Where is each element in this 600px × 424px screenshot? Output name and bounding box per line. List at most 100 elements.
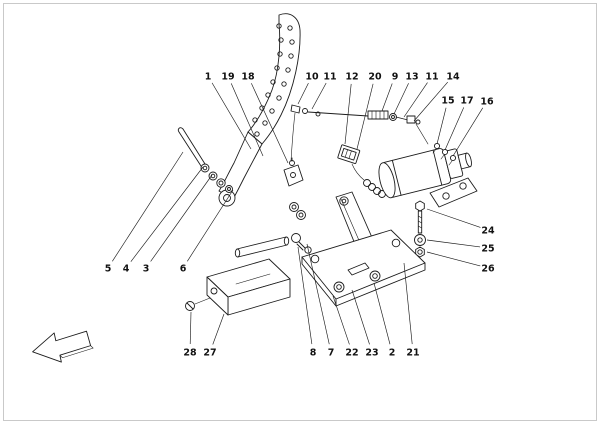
nut [415,246,425,258]
callout-leader [306,243,330,345]
callout-5: 5 [105,151,184,275]
callout-label: 5 [105,264,112,275]
callout-label: 3 [143,264,150,275]
callout-label: 6 [180,264,187,275]
callout-label: 14 [446,72,460,83]
callout-24: 24 [426,208,495,237]
callout-leader [452,107,484,157]
callout-11: 11 [403,72,439,118]
callout-12: 12 [344,72,359,145]
callout-21: 21 [403,262,420,359]
callout-label: 12 [345,72,358,83]
callout-leader [436,107,447,145]
callout-26: 26 [426,251,495,275]
callout-leader [311,82,327,110]
callout-19: 19 [221,72,264,157]
callout-leader [426,251,481,267]
callout-leader [344,83,352,145]
callout-28: 28 [183,311,197,359]
base-bracket [301,191,426,307]
l-bracket [185,258,291,316]
callout-2: 2 [373,282,396,359]
callout-leader [130,166,204,262]
direction-arrow-icon [32,330,94,363]
callout-label: 4 [123,264,130,275]
callout-label: 18 [241,72,255,83]
callout-label: 25 [481,244,494,255]
callout-3: 3 [143,174,213,275]
throttle-cable [290,104,429,162]
callout-label: 28 [183,348,197,359]
callout-13: 13 [393,72,419,115]
callout-leader [230,83,264,157]
callout-leader [112,151,184,262]
callout-leader [426,239,481,248]
callout-label: 1 [205,72,212,83]
callout-label: 24 [481,226,495,237]
callout-label: 11 [425,72,438,83]
callout-leader [381,83,393,112]
bolt-head [415,200,425,212]
motor-bracket [429,177,478,208]
callout-leader [251,83,289,164]
callout-label: 16 [480,97,494,108]
actuator-motor [378,142,478,208]
callout-1: 1 [205,72,252,150]
callout-15: 15 [436,96,455,145]
callout-label: 21 [406,348,419,359]
callout-label: 9 [392,72,399,83]
callout-leader [413,81,449,122]
wire [351,163,365,181]
callout-7: 7 [306,243,335,359]
page-border [3,3,597,421]
callout-leader [356,83,374,150]
callout-22: 22 [332,295,359,359]
callout-leader [444,107,465,151]
callout-label: 20 [368,72,382,83]
washer [414,234,426,246]
callout-23: 23 [351,289,379,359]
callout-label: 13 [405,72,418,83]
callout-4: 4 [123,166,204,275]
callout-label: 10 [305,72,319,83]
callout-6: 6 [180,189,234,275]
cross-rod [234,233,312,258]
callout-17: 17 [444,96,474,151]
callout-label: 17 [460,96,473,107]
callout-label: 19 [221,72,234,83]
callout-label: 15 [441,96,454,107]
accelerator-pedal [247,13,301,145]
callout-leader [212,313,225,345]
callout-label: 11 [323,72,336,83]
callout-leader [332,295,350,345]
callout-14: 14 [413,72,460,122]
callout-18: 18 [241,72,289,164]
callout-16: 16 [452,97,494,157]
callout-label: 27 [203,348,216,359]
callout-leader [187,189,234,262]
callout-label: 2 [389,348,396,359]
callout-leader [150,174,213,262]
callout-leader [403,82,428,118]
callout-leader [297,246,313,345]
callout-10: 10 [297,72,319,105]
callout-label: 8 [310,348,317,359]
callout-8: 8 [297,246,317,359]
pedal-arm [218,131,306,220]
callout-27: 27 [203,313,225,359]
callout-leader [426,208,481,228]
adjuster-knob [291,233,301,243]
mounting-bolt-set [414,200,426,258]
callout-9: 9 [381,72,399,112]
callout-leader [211,82,252,150]
callout-label: 7 [328,348,335,359]
pedal-link-rod [177,127,233,193]
callout-leader [297,83,309,105]
callout-11: 11 [311,72,337,110]
callout-20: 20 [356,72,382,150]
callout-leader [373,282,391,345]
callout-leader [403,262,413,345]
